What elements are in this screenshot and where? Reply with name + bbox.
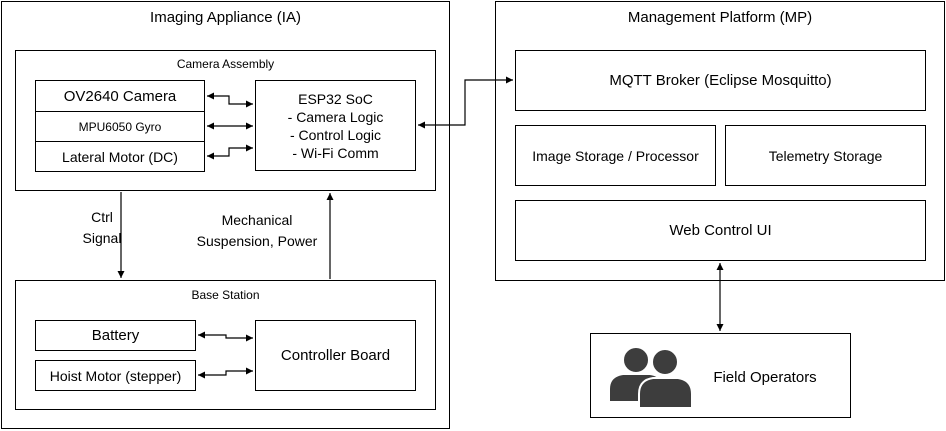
- controller-board-label: Controller Board: [280, 347, 391, 364]
- ctrl-signal-line-1: Ctrl: [91, 209, 113, 225]
- mechanical-line-2: Suspension, Power: [196, 233, 318, 249]
- battery-label: Battery: [91, 327, 140, 344]
- esp32-soc-box: ESP32 SoC - Camera Logic - Control Logic…: [255, 80, 416, 171]
- mqtt-broker-box: MQTT Broker (Eclipse Mosquitto): [515, 50, 926, 111]
- gyro-module-label: MPU6050 Gyro: [78, 119, 162, 134]
- ctrl-signal-line-2: Signal: [82, 230, 122, 246]
- base-station-title: Base Station: [191, 288, 260, 302]
- hoist-motor-label: Hoist Motor (stepper): [49, 367, 182, 384]
- esp32-soc-line-3: - Control Logic: [289, 126, 382, 143]
- telemetry-storage-label: Telemetry Storage: [768, 147, 883, 164]
- ctrl-signal-label: Ctrl Signal: [70, 207, 134, 249]
- imaging-appliance-title: Imaging Appliance (IA): [150, 9, 301, 26]
- field-operators-label: Field Operators: [713, 369, 817, 386]
- lateral-motor-box: Lateral Motor (DC): [35, 141, 205, 172]
- image-storage-label: Image Storage / Processor: [532, 147, 699, 164]
- hoist-motor-box: Hoist Motor (stepper): [35, 360, 196, 391]
- gyro-module-box: MPU6050 Gyro: [35, 111, 205, 142]
- camera-assembly-title: Camera Assembly: [176, 57, 275, 71]
- esp32-soc-line-4: - Wi-Fi Comm: [292, 144, 379, 161]
- mechanical-line-1: Mechanical: [221, 212, 293, 228]
- esp32-soc-line-2: - Camera Logic: [287, 108, 384, 125]
- mechanical-label: Mechanical Suspension, Power: [186, 210, 328, 252]
- web-control-ui-label: Web Control UI: [669, 222, 772, 239]
- camera-module-label: OV2640 Camera: [63, 87, 177, 105]
- telemetry-storage-box: Telemetry Storage: [725, 125, 926, 186]
- image-storage-box: Image Storage / Processor: [515, 125, 716, 186]
- battery-box: Battery: [35, 320, 196, 351]
- mqtt-broker-label: MQTT Broker (Eclipse Mosquitto): [609, 72, 832, 89]
- esp32-soc-line-1: ESP32 SoC: [298, 90, 373, 107]
- lateral-motor-label: Lateral Motor (DC): [62, 148, 178, 165]
- camera-module-box: OV2640 Camera: [35, 80, 205, 112]
- controller-board-box: Controller Board: [255, 320, 416, 391]
- management-platform-title: Management Platform (MP): [627, 9, 813, 26]
- web-control-ui-box: Web Control UI: [515, 200, 926, 261]
